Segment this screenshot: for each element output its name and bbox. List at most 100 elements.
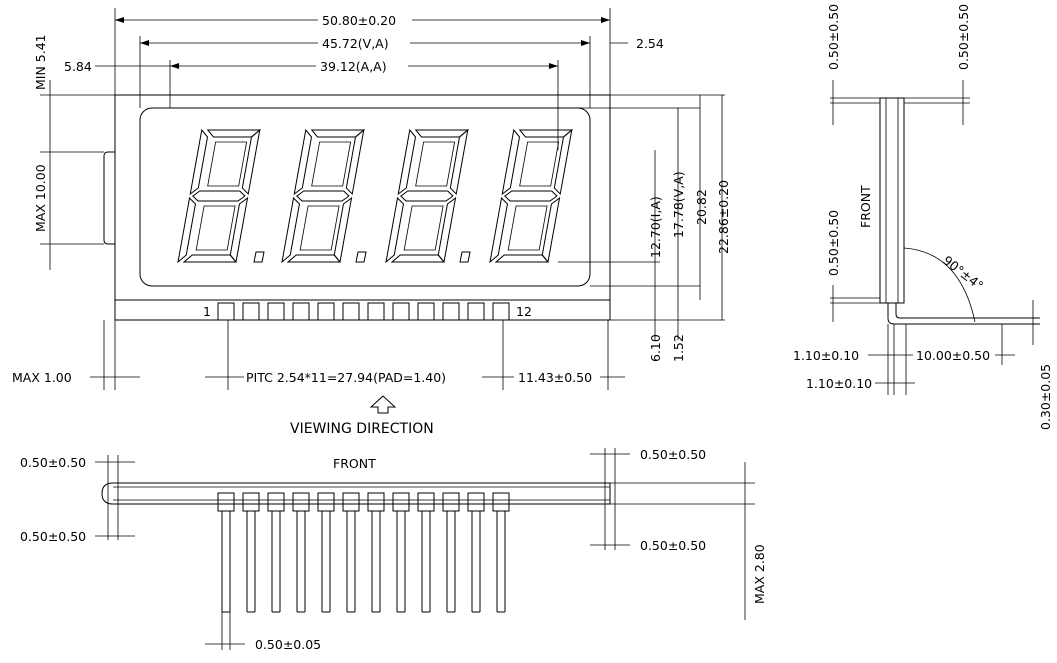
digit-segment <box>281 196 300 264</box>
label-bg <box>913 347 995 363</box>
digit-segment <box>504 190 558 202</box>
digit-segment <box>296 190 350 202</box>
side-lead-inner <box>895 303 1040 319</box>
pad <box>467 302 485 321</box>
dim-bottom-left-tol: 0.50±0.50 <box>20 529 86 544</box>
digit-segment <box>293 128 313 196</box>
dim-left-offset: 5.84 <box>64 59 92 74</box>
side-view: FRONT 0.50±0.50 0.50±0.50 0.50±0.50 90°±… <box>793 4 1053 430</box>
digit-segment <box>414 129 470 138</box>
digit-segment <box>192 190 246 202</box>
dim-side-top-left: 0.50±0.50 <box>826 4 841 70</box>
bottom-pad <box>342 492 360 512</box>
digit-inner-lower <box>195 205 236 251</box>
digit-inner-upper <box>207 141 248 187</box>
digit-segment <box>189 128 209 196</box>
dim-right-offset: 2.54 <box>636 36 664 51</box>
front-left-lead <box>103 151 115 245</box>
pad <box>242 302 260 321</box>
dim-char-height-va: 17.78(V,A) <box>671 171 686 238</box>
label-bg <box>318 12 412 28</box>
bottom-pad <box>392 492 410 512</box>
digit-inner-lower <box>299 205 340 251</box>
label-bg <box>318 35 410 51</box>
bottom-pad <box>267 492 285 512</box>
digit-segment <box>241 128 261 196</box>
bottom-pad <box>492 492 510 512</box>
bottom-body-outline <box>101 482 611 505</box>
digit-segment <box>177 196 196 264</box>
bottom-pad <box>467 492 485 512</box>
dim-min-left: MIN 5.41 <box>33 34 48 90</box>
dim-top-left-tol: 0.50±0.50 <box>20 455 86 470</box>
side-body-outline <box>879 97 905 304</box>
digit-inner-upper <box>519 141 560 187</box>
dim-max-thickness: MAX 2.80 <box>752 544 767 604</box>
bottom-pin-row <box>217 492 510 613</box>
pad <box>492 302 510 321</box>
decimal-point <box>459 251 471 263</box>
digit-segment <box>182 254 238 263</box>
bottom-pad <box>417 492 435 512</box>
dim-char-height-ia: 12.70(I,A) <box>648 196 663 258</box>
digit-segment <box>345 128 365 196</box>
bottom-pad <box>442 492 460 512</box>
pad <box>317 302 335 321</box>
digit-segment <box>518 129 574 138</box>
pad <box>292 302 310 321</box>
dim-top-right-tol: 0.50±0.50 <box>640 447 706 462</box>
digit <box>489 128 574 264</box>
digit-segment <box>397 128 417 196</box>
side-front-label: FRONT <box>858 185 873 228</box>
pad <box>417 302 435 321</box>
label-bg <box>244 369 482 385</box>
pad <box>267 302 285 321</box>
digit-inner-upper <box>311 141 352 187</box>
digit-inner-lower <box>507 205 548 251</box>
angle-arc <box>903 247 976 323</box>
dim-max-lead: MAX 1.00 <box>12 370 72 385</box>
decimal-point <box>253 251 265 263</box>
digit-segment <box>310 129 366 138</box>
bottom-front-label: FRONT <box>333 456 376 471</box>
digit-segment <box>333 196 353 264</box>
pad-row <box>217 302 510 321</box>
digit-segment <box>541 196 561 264</box>
viewing-arrow-icon <box>369 395 397 414</box>
dim-side-top-right: 0.50±0.50 <box>956 4 971 70</box>
bottom-pad <box>242 492 260 512</box>
digit-segment <box>494 254 550 263</box>
digit <box>385 128 470 264</box>
front-glass-outline <box>139 107 591 287</box>
digit-inner-upper <box>415 141 456 187</box>
digit-segment <box>229 196 249 264</box>
digit-group <box>177 128 574 264</box>
dim-digit-span: 45.72(V,A) <box>322 36 389 51</box>
dim-pitch: PITC 2.54*11=27.94(PAD=1.40) <box>246 370 446 385</box>
bottom-pad <box>367 492 385 512</box>
dim-lead-length: 10.00±0.50 <box>916 348 990 363</box>
dim-pad-height: 6.10 <box>648 334 663 362</box>
dim-side-middle: 0.50±0.50 <box>826 210 841 276</box>
bottom-pad <box>317 492 335 512</box>
digit-segment <box>286 254 342 263</box>
dim-glass-height: 20.82 <box>694 189 709 225</box>
dim-bottom-right-tol: 0.50±0.50 <box>640 538 706 553</box>
digit-segment <box>400 190 454 202</box>
dim-lead-offset-outer: 1.10±0.10 <box>793 348 859 363</box>
digit-segment <box>385 196 404 264</box>
side-lead <box>887 303 1040 325</box>
dim-pin-width: 0.50±0.05 <box>255 637 321 652</box>
dim-overall-height: 22.86±0.20 <box>716 180 731 254</box>
digit <box>177 128 262 264</box>
dim-max-pin-height: MAX 10.00 <box>33 164 48 232</box>
viewing-direction-label: VIEWING DIRECTION <box>290 421 434 437</box>
label-bg <box>514 369 600 385</box>
bottom-pad <box>217 492 235 512</box>
dim-lead-thickness: 0.30±0.05 <box>1038 364 1053 430</box>
front-body-outline <box>114 94 611 321</box>
label-bg <box>316 58 408 74</box>
bottom-pad <box>292 492 310 512</box>
digit-segment <box>489 196 508 264</box>
